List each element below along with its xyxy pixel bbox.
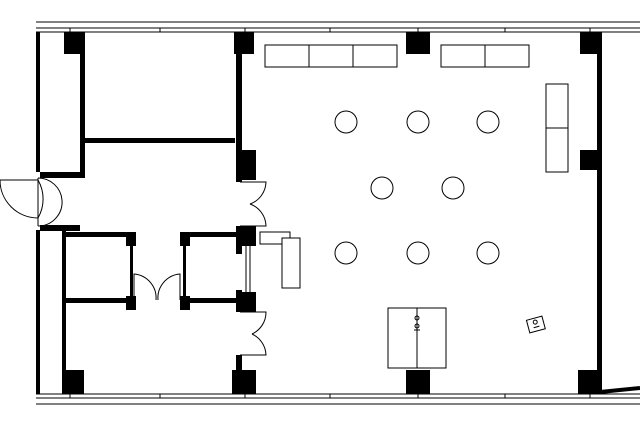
counters: [259, 44, 569, 369]
round-table: [406, 241, 430, 265]
counter: [281, 237, 301, 289]
column: [64, 32, 82, 54]
structural-columns: [64, 32, 600, 394]
round-table: [370, 176, 394, 200]
round-table: [441, 176, 465, 200]
column: [580, 32, 600, 54]
island-fixture: [414, 312, 420, 331]
column: [406, 32, 430, 54]
column: [580, 150, 598, 170]
round-tables: [334, 110, 500, 265]
doors: [0, 177, 267, 356]
round-table: [406, 110, 430, 134]
round-table: [334, 241, 358, 265]
exterior-wall-top: [36, 21, 640, 33]
round-table: [476, 241, 500, 265]
door-swing: [240, 311, 267, 356]
round-table: [334, 110, 358, 134]
column: [64, 370, 84, 394]
door-swing: [240, 181, 267, 227]
column: [406, 370, 430, 394]
equipment-symbol: [525, 315, 546, 334]
door-swing: [0, 179, 44, 219]
column: [232, 370, 256, 394]
exterior-wall-bottom: [36, 393, 640, 405]
main-room-partition: [245, 246, 251, 292]
door-swing: [133, 273, 181, 301]
walls: [36, 32, 640, 394]
column: [578, 370, 600, 394]
counter: [264, 44, 398, 68]
round-table: [476, 110, 500, 134]
